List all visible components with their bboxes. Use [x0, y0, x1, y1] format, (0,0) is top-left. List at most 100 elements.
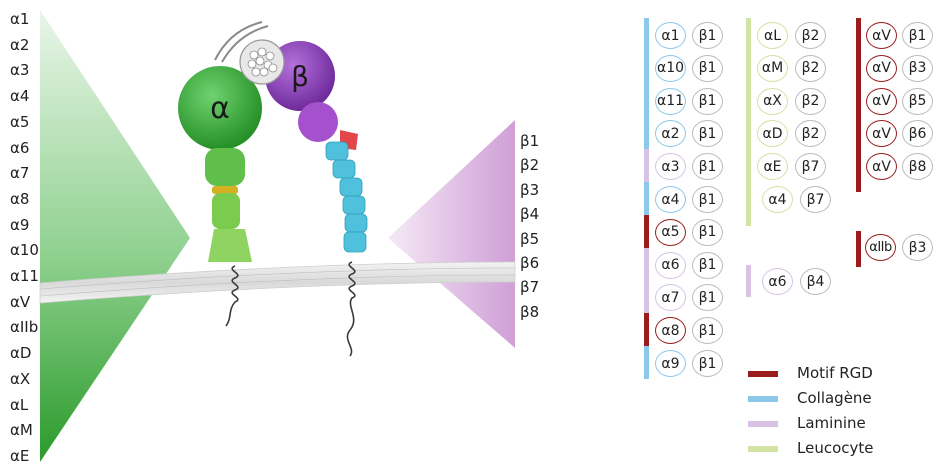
subunit-circle: α7 [655, 284, 686, 312]
subunit-circle: β1 [692, 317, 723, 345]
category-bar [644, 346, 649, 380]
alpha-subunit-label: αIIb [10, 318, 39, 337]
subunit-circle: α2 [655, 120, 686, 148]
subunit-circle: α4 [655, 186, 686, 213]
alpha-subunit-label: α5 [10, 112, 30, 131]
rgd-bar [856, 231, 861, 267]
subunit-circle: β4 [800, 268, 831, 295]
alpha-subunit-label: α2 [10, 35, 30, 54]
subunit-circle: α1 [655, 22, 686, 49]
subunit-circle: β1 [692, 120, 723, 148]
beta-subunit-label: β6 [520, 254, 540, 272]
alpha-subunit-label: α6 [10, 138, 30, 157]
subunit-circle: αIIb [865, 234, 896, 261]
subunit-circle: β1 [692, 251, 723, 279]
legend-swatch [748, 396, 778, 402]
subunit-circle: αV [866, 87, 897, 115]
beta-subunit-label: β5 [520, 229, 540, 248]
subunit-circle: β6 [902, 120, 933, 148]
subunit-circle: β8 [902, 153, 933, 181]
alpha-subunit-label: α9 [10, 215, 30, 234]
alpha-subunit-label: α7 [10, 164, 30, 183]
subunit-circle: β2 [795, 120, 826, 148]
cell-membrane [39, 261, 516, 304]
legend-label: Laminine [797, 414, 866, 432]
alpha-subunit-label: αX [10, 369, 31, 388]
subunit-circle: α5 [655, 218, 686, 246]
category-bar [644, 149, 649, 183]
subunit-circle: β2 [795, 87, 826, 115]
subunit-circle: β3 [902, 54, 933, 82]
category-bar [644, 214, 649, 249]
subunit-circle: αM [757, 54, 788, 82]
subunit-circle: β1 [692, 186, 723, 213]
subunit-circle: α9 [655, 350, 686, 377]
subunit-circle: β7 [795, 153, 826, 181]
subunit-circle: αV [866, 22, 897, 49]
beta-subunit-label: β8 [520, 302, 540, 321]
alpha-subunit-label: α3 [10, 61, 30, 80]
subunit-circle: β1 [692, 22, 723, 49]
beta-subunit-label: β2 [520, 156, 540, 175]
category-bar [644, 83, 649, 117]
subunit-circle: α3 [655, 153, 686, 181]
category-bar [644, 50, 649, 85]
subunit-circle: α11 [655, 87, 686, 115]
subunit-circle: α4 [762, 186, 793, 213]
subunit-circle: αE [757, 153, 788, 181]
beta-subunit-label: β3 [520, 180, 540, 199]
alpha-subunit-label: αE [10, 446, 30, 465]
subunit-circle: β2 [795, 54, 826, 82]
legend-label: Motif RGD [797, 364, 873, 382]
alpha-subunit-label: αD [10, 344, 32, 363]
subunit-circle: α8 [655, 317, 686, 345]
category-bar [644, 280, 649, 314]
subunit-circle: αV [866, 153, 897, 181]
alpha-subunit-label: α11 [10, 267, 39, 285]
alpha-subunit-label: α1 [10, 10, 30, 28]
leukocyte-bar [746, 18, 751, 226]
legend-swatch [748, 421, 778, 427]
subunit-circle: αV [866, 120, 897, 148]
category-bar [644, 18, 649, 52]
beta-structure-label: β [291, 60, 309, 93]
subunit-circle: β1 [692, 153, 723, 181]
subunit-circle: β1 [692, 350, 723, 377]
subunit-circle: β7 [800, 186, 831, 213]
subunit-circle: β3 [902, 234, 933, 261]
alpha-subunit-triangle [40, 10, 190, 462]
category-bar [644, 116, 649, 150]
subunit-circle: αL [757, 22, 788, 49]
beta-subunit-label: β4 [520, 205, 540, 224]
alpha-subunit-label: αV [10, 292, 31, 311]
subunit-circle: α10 [655, 54, 686, 82]
subunit-circle: β2 [795, 22, 826, 49]
laminin-bar [746, 265, 751, 297]
beta-subunit-triangle [388, 120, 515, 348]
subunit-circle: β1 [692, 87, 723, 115]
rgd-bar [856, 18, 861, 192]
alpha-subunit-label: α4 [10, 87, 30, 106]
subunit-circle: β1 [902, 22, 933, 49]
subunit-circle: α6 [762, 268, 793, 295]
subunit-circle: β1 [692, 218, 723, 246]
beta-subunit-label: β7 [520, 278, 540, 297]
legend-swatch [748, 446, 778, 452]
alpha-structure-label: α [210, 91, 230, 126]
subunit-circle: α6 [655, 251, 686, 279]
subunit-circle: αD [757, 120, 788, 148]
alpha-subunit-label: α8 [10, 189, 30, 208]
alpha-subunit-label: α10 [10, 241, 39, 260]
alpha-subunit-label: αM [10, 421, 33, 440]
subunit-circle: β1 [692, 284, 723, 312]
subunit-circle: αV [866, 54, 897, 82]
subunit-circle: αX [757, 87, 788, 115]
beta-subunit-label: β1 [520, 132, 540, 150]
category-bar [644, 247, 649, 281]
subunit-circle: β5 [902, 87, 933, 115]
category-bar [644, 182, 649, 216]
alpha-subunit-label: αL [10, 395, 29, 414]
legend-label: Leucocyte [797, 439, 874, 457]
